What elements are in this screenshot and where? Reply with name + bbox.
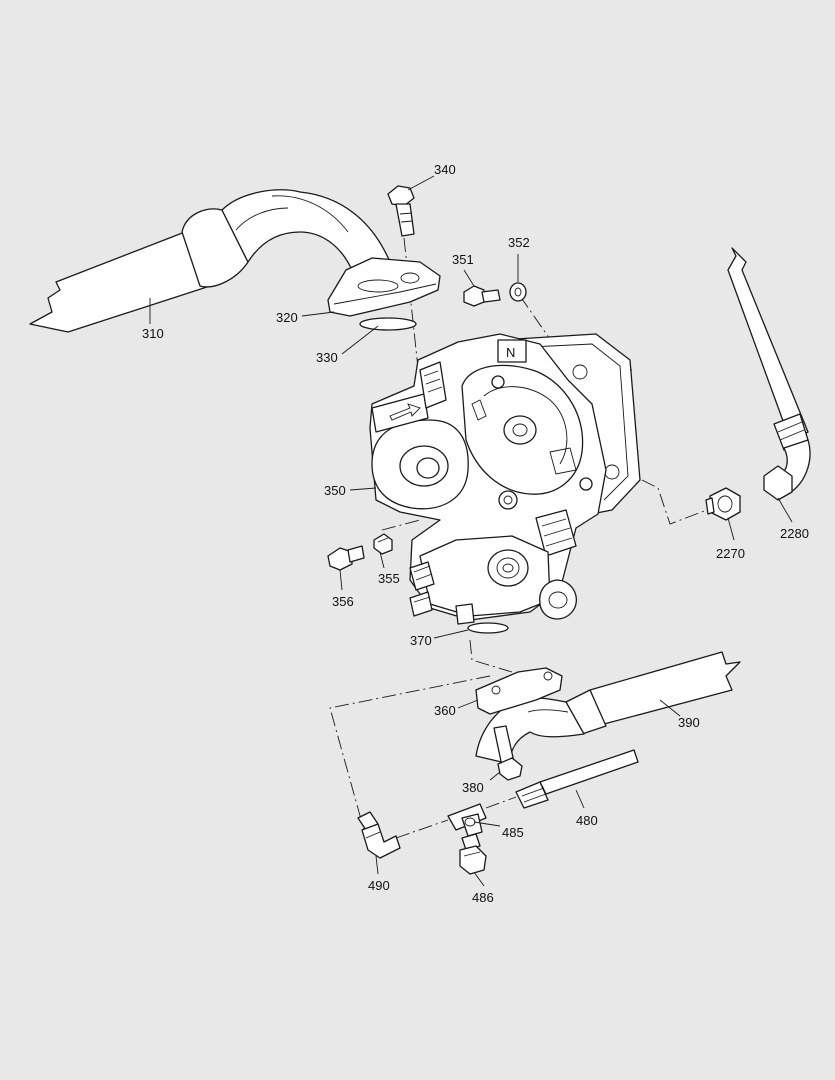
callout-351: 351 [452,252,474,267]
pipe-2280 [727,247,811,501]
callout-350: 350 [324,483,346,498]
flange-320 [327,257,441,317]
washer-352 [509,282,527,302]
leader-lines [149,175,793,887]
fitting-2270 [705,487,741,521]
callout-352: 352 [508,235,530,250]
callout-355: 355 [378,571,400,586]
callout-380: 380 [462,780,484,795]
callout-360: 360 [434,703,456,718]
callout-486: 486 [472,890,494,905]
callout-330: 330 [316,350,338,365]
callout-390: 390 [678,715,700,730]
callout-490: 490 [368,878,390,893]
bolt-340 [387,185,415,237]
callout-labels: 310 320 330 340 350 351 352 355 356 360 … [142,162,809,905]
fitting-486 [459,833,487,875]
callout-320: 320 [276,310,298,325]
hose-310 [29,189,391,333]
tee-fitting-485 [447,803,487,837]
callout-485: 485 [502,825,524,840]
callout-340: 340 [434,162,456,177]
callout-2270: 2270 [716,546,745,561]
callout-480: 480 [576,813,598,828]
callout-2280: 2280 [780,526,809,541]
bolt-380 [493,725,523,781]
tube-480 [515,749,639,809]
fitting-356 [327,545,365,571]
center-lines [329,237,713,839]
callout-370: 370 [410,633,432,648]
callout-310: 310 [142,326,164,341]
fitting-355 [373,533,393,555]
bolt-351 [463,285,501,307]
pump-350: N [369,333,641,625]
elbow-fitting-490 [357,811,401,859]
hose-390 [475,651,741,765]
pump-marking-label: N [506,345,515,360]
o-ring-330 [359,317,417,331]
callout-356: 356 [332,594,354,609]
flange-360 [475,667,563,715]
seal-370 [467,622,509,634]
